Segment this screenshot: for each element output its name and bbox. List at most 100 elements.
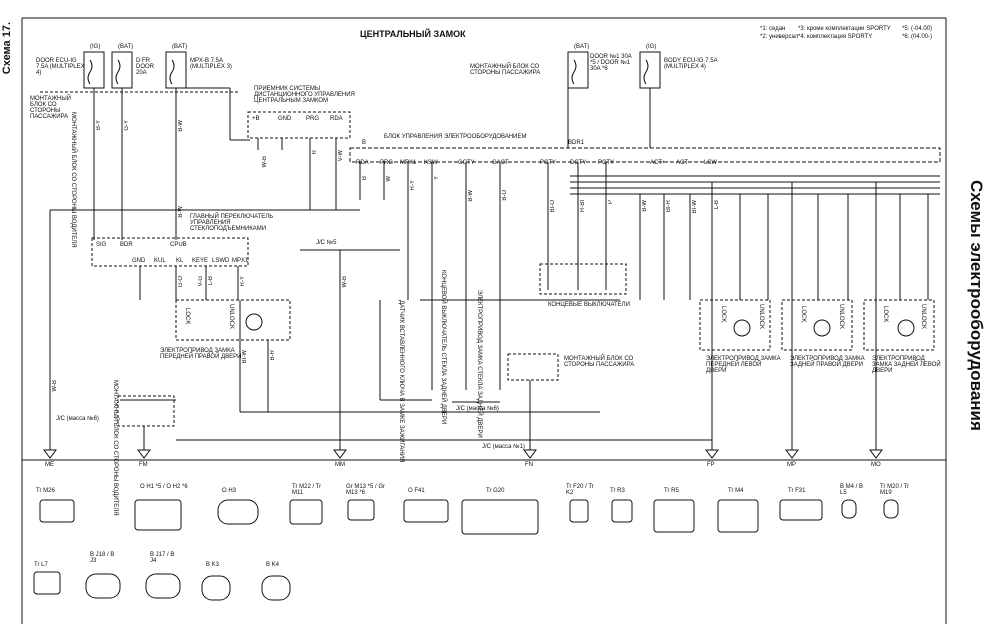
wire-label: Y [434,176,440,181]
mount-block-driver: МОНТАЖНЫЙ БЛОК СО СТОРОНЫ ПАССАЖИРА [30,96,71,120]
wire-label: BI-W [242,350,248,364]
jc-mass6-label: J/C (масса №6) [56,416,99,422]
connector-label: Tr M20 / Tr M19 [880,484,910,496]
ecu-pin-gact: GACT [492,160,509,166]
ground-label: FM [139,462,148,468]
tailgate-switch-label: КОНЦЕВОЙ ВЫКЛЮЧАТЕЛЬ СТЕКЛА ЗАДНЕЙ ДВЕРИ [440,270,446,425]
door-switches-label: КОНЦЕВЫЕ ВЫКЛЮЧАТЕЛИ [548,302,630,308]
switch-pin-kul: KUL [154,258,166,264]
ecu-pin-prg: PRG [380,160,394,166]
ecu-pin-lsw: LSW [704,160,718,166]
ecu-pin-pcty2: PCTY [598,160,615,166]
wire-label: B-Y [96,120,102,131]
wire-label: P [608,200,614,205]
ecu-pin-ksw: KSW [424,160,438,166]
scheme-number: Схема 17. [1,22,13,75]
jc-mass1-label: J/C (масса №1) [482,444,525,450]
switch-pin-sig: SIG [96,242,107,248]
wire-label: B-W [178,206,184,218]
lock-label-fr: LOCK [184,308,190,325]
ecu-pin-actm: ACT- [676,160,690,166]
power-tag-2: (BAT) [118,44,134,50]
footnote-2: *2: универсал [760,34,799,40]
ground-label: MM [335,462,345,468]
unlock-label-fr: UNLOCK [228,304,234,330]
ecu-pin-actp: ACT+ [650,160,666,166]
ecu-label: БЛОК УПРАВЛЕНИЯ ЭЛЕКТРООБОРУДОВАНИЕМ [384,134,527,140]
connector-label: B J17 / B J4 [150,552,175,564]
wire-label: W [386,176,392,182]
power-label-3: MPX-B 7.5A (MULTIPLEX 3) [190,58,232,70]
wire-label: BI-R [666,200,672,212]
side-title: Схемы электрооборудования [967,180,986,431]
wire-label: L-B [208,276,214,286]
wire-label: G-O [178,276,184,288]
wire-label: V-W [338,150,344,162]
switch-pin-mpx1: MPX1 [232,258,249,264]
mount-block-driver-low: МОНТАЖНЫЙ БЛОК СО СТОРОНЫ ВОДИТЕЛЯ [112,380,118,516]
switch-pin-cpub: CPUB [170,242,187,248]
ecu-pin-dcty: DCTY [570,160,587,166]
rear-left-actuator-label: ЭЛЕКТРОПРИВОД ЗАМКА ЗАДНЕЙ ЛЕВОЙ ДВЕРИ [872,356,941,374]
switch-pin-keye: KEYE [192,258,209,264]
power-label-1: DOOR ECU-IG 7.5A (MULTIPLEX 4) [36,58,85,76]
connector-label: B M4 / B L5 [840,484,864,496]
ecu-pin-gcty: GCTY [458,160,475,166]
wire-label: B-W [642,200,648,212]
wire-label: BI-O [550,200,556,213]
wire-label: R [312,150,318,155]
wire-label: B-O [502,190,508,201]
power-tag-4: (BAT) [574,44,590,50]
switch-pin-kl: KL [176,258,184,264]
receiver-pin-gnd: GND [278,116,292,122]
jc-mass6b-label: J/C (масса №6) [456,406,499,412]
power-tag-5: (IG) [646,44,657,50]
connector-label: Tr G20 [486,488,505,494]
unlock-label-rl: UNLOCK [920,304,926,330]
wire-label: R-Y [410,180,416,191]
ecu-pin-bdr1: BDR1 [568,140,585,146]
receiver-pin-rda: RDA [330,116,343,122]
wire-label: B [362,176,368,181]
mount-block-driver-vertical: МОНТАЖНЫЙ БЛОК СО СТОРОНЫ ВОДИТЕЛЯ [70,112,76,248]
connector-label: Tr L7 [34,562,48,568]
connector-label: Tr F20 / Tr K2 [566,484,594,496]
connector-label: Tr M26 [36,488,55,494]
ground-label: MO [871,462,881,468]
switch-pin-gnd: GND [132,258,146,264]
ecu-pin-rda: RDA [356,160,369,166]
footnote-3: *3: кроме комплектации SPORTY [798,26,891,32]
rear-right-actuator-label: ЭЛЕКТРОПРИВОД ЗАМКА ЗАДНЕЙ ПРАВОЙ ДВЕРИ [790,356,865,368]
jc5-label: J/C №5 [316,240,337,246]
tailgate-actuator-label: ЭЛЕКТРОПРИВОД ЗАМКА СТЕКЛА ЗАДНЕЙ ДВЕРИ [476,290,482,438]
lock-label-rl: LOCK [882,306,888,323]
wire-label: W-B [262,156,268,168]
footnote-1: *1: седан [760,26,786,32]
unlock-label-fl: UNLOCK [758,304,764,330]
wire-label: G-Y [124,120,130,131]
connector-label: Tr M22 / Tr M11 [292,484,322,496]
power-tag-1: (IG) [90,44,101,50]
lock-label-fl: LOCK [720,306,726,323]
footnote-6: *6: (04.00-) [902,34,933,40]
key-switch-label: ДАТЧИК ВСТАВЛЕННОГО КЛЮЧА В ЗАМКЕ ЗАЖИГА… [398,300,404,463]
receiver-label: ПРИЕМНИК СИСТЕМЫ ДИСТАНЦИОННОГО УПРАВЛЕН… [254,86,355,104]
power-label-2: D FR DOOR 20A [136,58,154,76]
footnote-5: *5: (-04.00) [902,26,933,32]
lock-label-rr: LOCK [800,306,806,323]
mount-block-pass-top: МОНТАЖНЫЙ БЛОК СО СТОРОНЫ ПАССАЖИРА [470,64,541,76]
wire-label: L-B [714,200,720,210]
wire-label: R-Y [240,276,246,287]
diagram-title: ЦЕНТРАЛЬНЫЙ ЗАМОК [360,29,466,39]
wire-label: BI-W [692,200,698,214]
connector-label: Tr M4 [728,488,744,494]
wire-label: V-G [198,276,204,287]
ecu-pin-b: B [362,140,367,146]
connector-label: O F41 [408,488,425,494]
connector-label: Tr F31 [788,488,806,494]
receiver-pin-b: +B [252,116,260,122]
wire-label: B-W [468,190,474,202]
power-label-4: DOOR №1 30A *5 / DOOR №1 30A *6 [590,54,632,72]
connector-label: B J18 / B J3 [90,552,115,564]
main-switch-label: ГЛАВНЫЙ ПЕРЕКЛЮЧАТЕЛЬ УПРАВЛЕНИЯ СТЕКЛОП… [190,214,274,232]
